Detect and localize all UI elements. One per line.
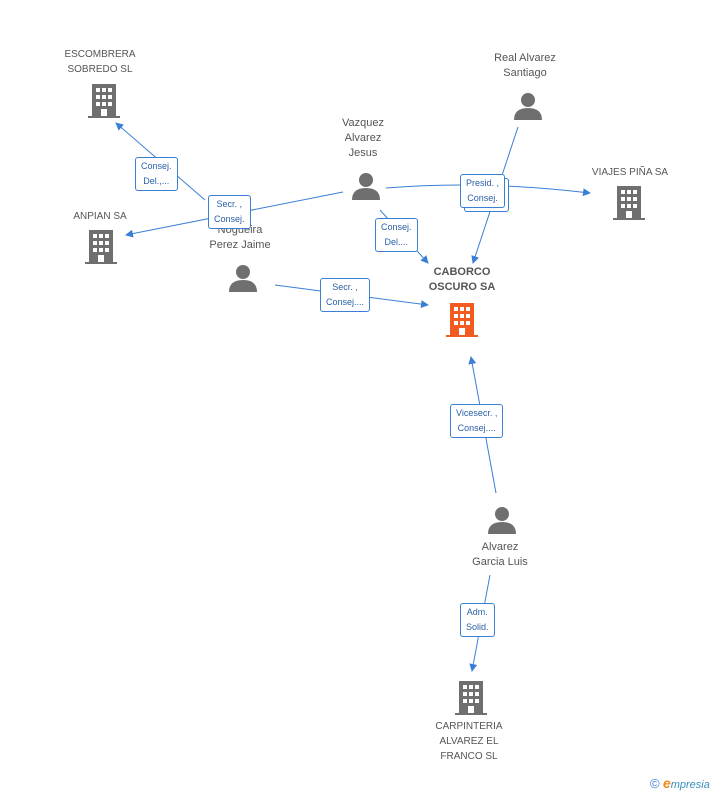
person-node-vazquez[interactable]: Vazquez Alvarez Jesus (318, 116, 408, 161)
person-name-line: Jesus (348, 147, 378, 159)
edge-label-line: Del.... (384, 237, 409, 247)
brand-logo-text: mpresia (670, 779, 710, 791)
company-name-line: ALVAREZ EL (439, 736, 499, 747)
building-icon[interactable] (85, 229, 117, 265)
edge-label-secr-consej[interactable]: Secr. , Consej.... (320, 278, 371, 312)
person-icon[interactable] (228, 264, 258, 292)
building-icon[interactable] (455, 680, 487, 716)
person-icon[interactable] (351, 172, 381, 200)
person-node-alvarez[interactable]: Alvarez Garcia Luis (450, 540, 550, 570)
edge-label-vicesecr-consej[interactable]: Vicesecr. , Consej.... (450, 404, 504, 438)
company-name-line: ANPIAN SA (73, 211, 127, 222)
company-name-line: CABORCO (433, 266, 491, 278)
edge-label-secr-consej[interactable]: Secr. , Consej. (208, 195, 251, 229)
edge-label-line: Consej. (141, 161, 172, 171)
person-name-line: Santiago (503, 67, 547, 79)
edge-label-line: Consej.... (457, 423, 496, 433)
edge-label-line: Secr. , (332, 282, 358, 292)
person-icon[interactable] (513, 92, 543, 120)
edge-label-consej-del[interactable]: Consej. Del.... (375, 218, 418, 252)
building-icon[interactable] (613, 185, 645, 221)
edge-label-line: Consej. (467, 193, 498, 203)
company-name-line: CARPINTERIA (435, 721, 503, 732)
person-name-line: Vazquez (342, 117, 384, 129)
brand-footer[interactable]: © empresia (650, 775, 710, 791)
company-name-line: SOBREDO SL (67, 64, 133, 75)
company-name-line: OSCURO SA (428, 281, 496, 293)
person-name-line: Real Alvarez (494, 52, 556, 64)
edge-label-line: Del.,... (143, 176, 170, 186)
edge-label-presid-consej[interactable]: Presid. , Consej. (460, 174, 506, 208)
building-icon[interactable] (88, 83, 120, 119)
edge-label-line: Solid. (466, 622, 489, 632)
person-name-line: Alvarez (344, 132, 382, 144)
company-name-line: VIAJES PIÑA SA (591, 167, 669, 178)
edge-label-line: Consej. (214, 214, 245, 224)
building-icon[interactable] (446, 302, 478, 338)
company-node-caborco[interactable]: CABORCO OSCURO SA (410, 265, 514, 295)
person-name-line: Garcia Luis (472, 556, 528, 568)
company-node-carpinteria[interactable]: CARPINTERIA ALVAREZ EL FRANCO SL (410, 719, 528, 764)
company-name-line: FRANCO SL (440, 751, 498, 762)
person-icon[interactable] (487, 506, 517, 534)
edge-label-adm-solid[interactable]: Adm. Solid. (460, 603, 495, 637)
edge-label-line: Vicesecr. , (456, 408, 498, 418)
brand-logo-e: e (662, 775, 671, 791)
person-name-line: Perez Jaime (209, 239, 271, 251)
edge-label-line: Adm. (466, 607, 488, 617)
person-name-line: Alvarez (481, 541, 519, 553)
company-name-line: ESCOMBRERA (64, 49, 136, 60)
edge-label-line: Presid. , (466, 178, 500, 188)
company-node-anpian[interactable]: ANPIAN SA (50, 209, 150, 224)
company-node-viajes[interactable]: VIAJES PIÑA SA (575, 165, 685, 180)
person-node-real[interactable]: Real Alvarez Santiago (470, 51, 580, 81)
edge-label-line: Consej.... (326, 297, 365, 307)
copyright-symbol: © (650, 776, 660, 791)
edge-label-consej-del[interactable]: Consej. Del.,... (135, 157, 178, 191)
edge-label-line: Consej. (381, 222, 412, 232)
edge-label-line: Secr. , (216, 199, 243, 209)
company-node-escombrera[interactable]: ESCOMBRERA SOBREDO SL (40, 47, 160, 77)
